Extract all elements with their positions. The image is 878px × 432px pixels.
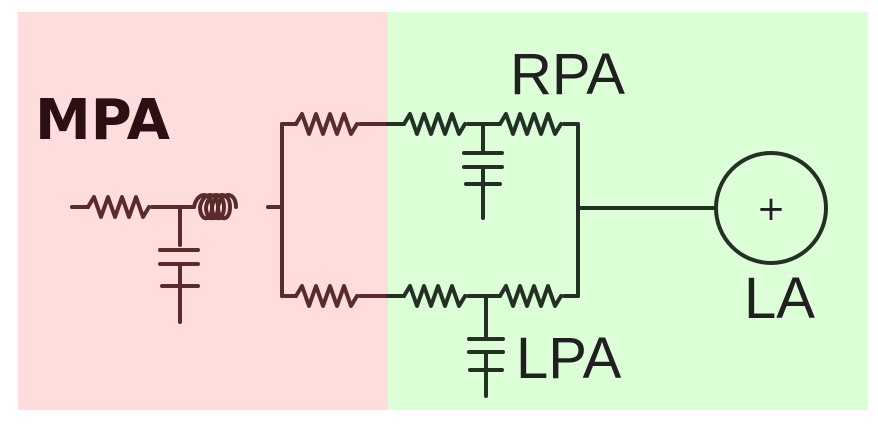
label-rpa: RPA (510, 42, 625, 107)
lpa-circuit (386, 284, 580, 398)
label-la: LA (744, 266, 815, 331)
lower-branch-resistor (294, 284, 359, 308)
plus-icon: + (757, 189, 786, 229)
mpa-resistor (86, 195, 151, 219)
mpa-circuit (70, 112, 390, 324)
la-connection: + (576, 122, 828, 298)
la-voltage-source (714, 151, 828, 265)
lpa-capacitor-ground (468, 350, 504, 398)
rpa-resistor-1 (402, 112, 467, 136)
label-lpa: LPA (516, 326, 622, 391)
pulmonary-region (388, 12, 868, 410)
mpa-inductor (192, 193, 238, 221)
mpa-capacitor-ground (160, 262, 200, 324)
label-mpa: MPA (35, 88, 171, 153)
rpa-capacitor-ground (464, 165, 502, 220)
rpa-circuit (386, 112, 580, 220)
mpa-region (18, 12, 388, 410)
rpa-resistor-2 (498, 112, 563, 136)
lpa-resistor-2 (498, 284, 563, 308)
lpa-resistor-1 (402, 284, 467, 308)
upper-branch-resistor (294, 112, 359, 136)
